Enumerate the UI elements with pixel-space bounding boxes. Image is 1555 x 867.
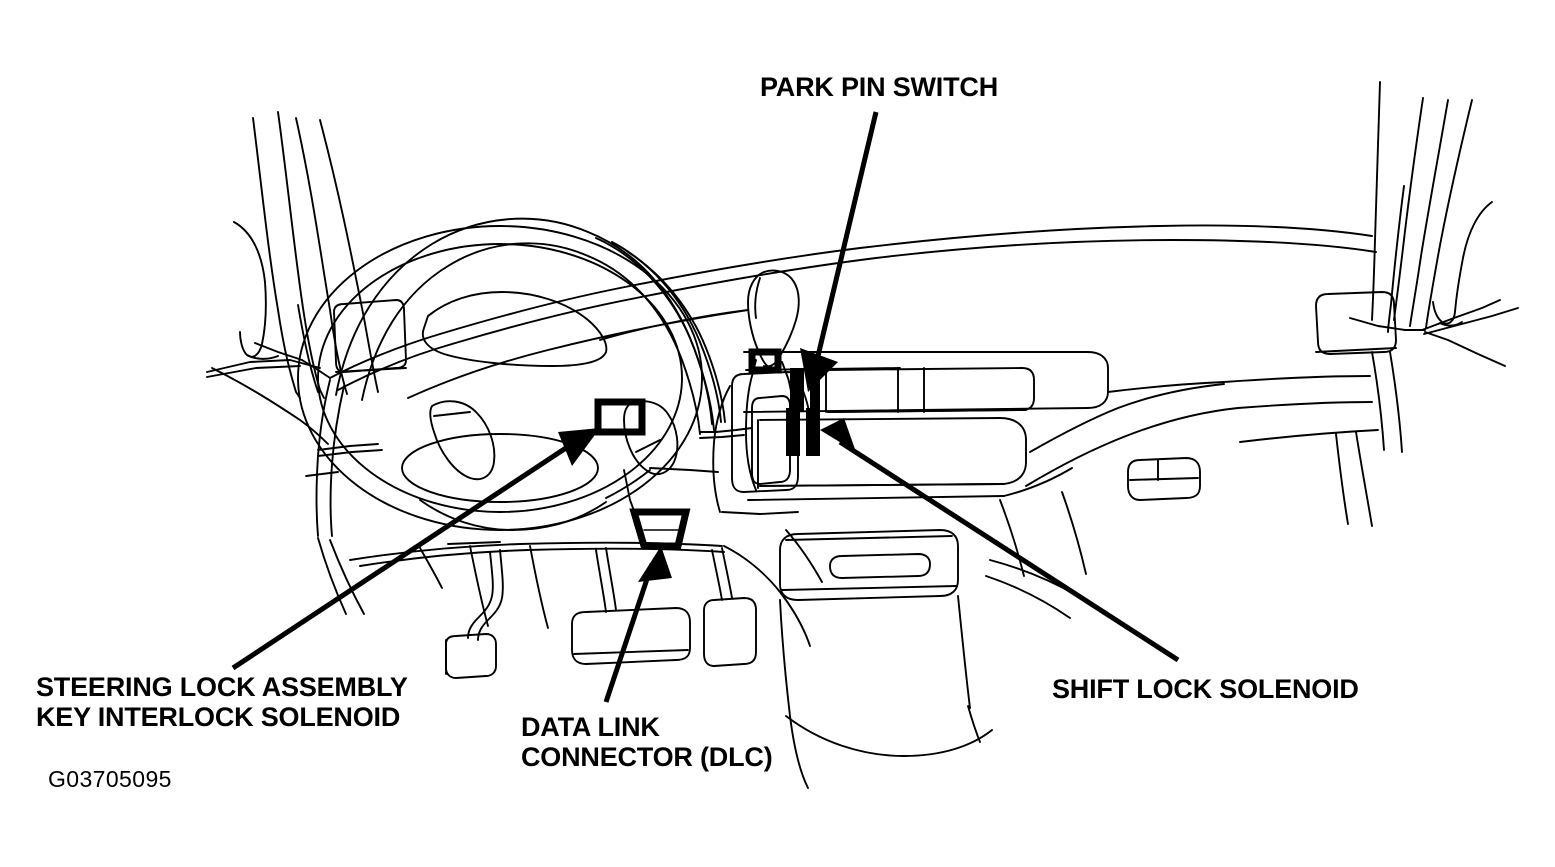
leader-data-link-connector [603, 546, 672, 703]
callout-label-steering-lock-assembly: STEERING LOCK ASSEMBLY KEY INTERLOCK SOL… [36, 672, 408, 733]
callout-label-data-link-connector: DATA LINK CONNECTOR (DLC) [521, 712, 773, 773]
left-a-pillar [206, 111, 379, 399]
shift-lock-solenoid-marker [786, 408, 820, 456]
steering-wheel [297, 225, 719, 531]
dashboard-top-edge [329, 224, 1377, 399]
figure-reference-code: G03705095 [48, 766, 172, 792]
instrument-cluster-hood [335, 217, 753, 439]
center-console [723, 491, 1087, 789]
callout-label-shift-lock-solenoid: SHIFT LOCK SOLENOID [1052, 674, 1359, 704]
leader-steering-lock-assembly [231, 428, 600, 671]
data-link-connector [629, 508, 691, 550]
leader-shift-lock-solenoid [820, 418, 1180, 663]
callout-label-park-pin-switch: PARK PIN SWITCH [760, 72, 998, 102]
left-dash-panel [211, 299, 407, 615]
right-a-pillar [1349, 81, 1519, 367]
passenger-dash [1127, 291, 1403, 527]
steering-lock-assembly-marker [594, 398, 646, 436]
pedal-assembly [445, 547, 757, 679]
leader-park-pin-switch [800, 111, 879, 392]
